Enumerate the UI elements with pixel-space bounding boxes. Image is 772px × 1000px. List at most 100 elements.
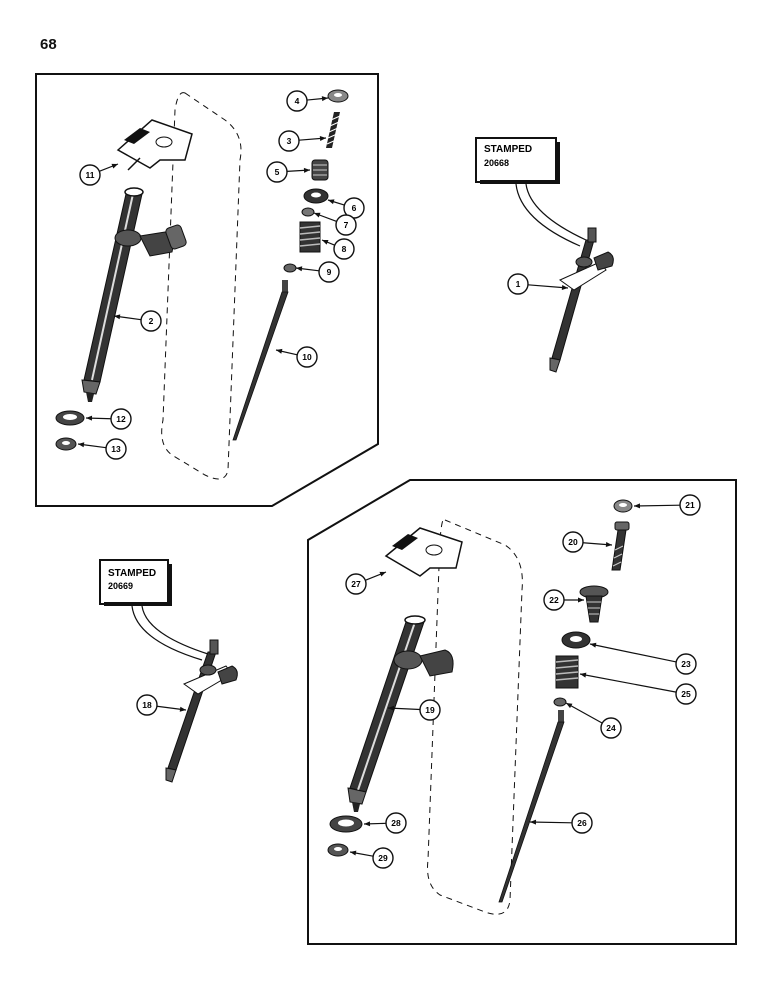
callout-circle [110, 408, 132, 430]
callout-20: 20 [562, 531, 613, 553]
adjusting-screw-part-22 [579, 585, 609, 623]
callout-arrowhead [530, 819, 537, 825]
callout-circle [286, 90, 308, 112]
callout-5: 5 [266, 161, 311, 183]
callout-leader [565, 702, 603, 724]
nut-part-4 [327, 89, 349, 103]
callout-circle [266, 161, 288, 183]
spring-part-25 [555, 655, 579, 689]
callout-number: 19 [425, 705, 435, 715]
injector-part-19 [347, 615, 454, 812]
callout-circle [600, 717, 622, 739]
callout-22: 22 [543, 589, 584, 611]
clamp-part-27 [384, 527, 463, 577]
page-number: 68 [40, 36, 57, 53]
stamp-top-number: 20668 [484, 158, 509, 168]
washer-part-7 [301, 207, 315, 217]
needle-part-10 [232, 280, 289, 441]
callout-number: 3 [287, 136, 292, 146]
callout-21: 21 [633, 494, 701, 516]
callout-number: 4 [295, 96, 300, 106]
callout-arrowhead [388, 705, 395, 711]
nut-part-13 [55, 437, 77, 451]
callout-circle [318, 261, 340, 283]
callout-number: 11 [86, 170, 95, 180]
callout-arrowhead [314, 212, 321, 218]
callout-6: 6 [327, 197, 365, 219]
callout-arrowhead [578, 597, 584, 603]
callout-arrowhead [364, 821, 371, 827]
callout-number: 5 [275, 167, 280, 177]
callout-circle [571, 812, 593, 834]
callout-number: 10 [302, 352, 312, 362]
callout-circle [79, 164, 101, 186]
callout-11: 11 [79, 163, 119, 186]
callout-number: 28 [391, 818, 401, 828]
injector-part-2 [81, 187, 187, 402]
nut-part-5 [311, 159, 329, 181]
callout-arrowhead [111, 163, 118, 169]
callout-arrowhead [319, 135, 326, 141]
clamp-part-11 [116, 119, 193, 171]
callout-number: 7 [344, 220, 349, 230]
stamp-top-label: STAMPED [484, 144, 532, 155]
screw-part-3 [326, 112, 341, 148]
callout-leader [527, 284, 569, 289]
needle-part-26 [498, 710, 565, 903]
callout-18: 18 [136, 694, 187, 716]
callout-arrowhead [321, 96, 328, 102]
callout-3: 3 [278, 130, 327, 152]
callout-number: 21 [685, 500, 695, 510]
callout-arrowhead [303, 167, 310, 173]
callout-26: 26 [529, 812, 593, 834]
assembled-injector-part-1 [549, 227, 614, 373]
callout-number: 9 [327, 267, 332, 277]
nut-part-29 [327, 843, 349, 857]
callout-arrowhead [605, 542, 612, 548]
callout-circle [140, 310, 162, 332]
callout-number: 13 [111, 444, 121, 454]
callout-27: 27 [345, 571, 387, 595]
callout-2: 2 [113, 310, 162, 332]
callout-24: 24 [565, 702, 622, 739]
callout-number: 8 [342, 244, 347, 254]
nut-part-6 [303, 188, 329, 204]
callout-arrowhead [379, 571, 386, 577]
callout-10: 10 [275, 346, 318, 368]
callout-circle [278, 130, 300, 152]
callout-29: 29 [349, 847, 394, 869]
washer-part-12 [55, 410, 85, 426]
callout-arrowhead [114, 314, 121, 320]
top-group-dashed-outline [161, 92, 242, 480]
callout-number: 20 [568, 537, 578, 547]
callout-28: 28 [363, 812, 407, 834]
callout-23: 23 [589, 642, 697, 675]
callout-leader [529, 821, 573, 824]
callout-number: 27 [351, 579, 361, 589]
callout-25: 25 [579, 672, 697, 705]
callout-arrowhead [328, 199, 335, 205]
callout-circle [562, 531, 584, 553]
callout-circle [296, 346, 318, 368]
callout-circle [675, 653, 697, 675]
callout-number: 26 [577, 818, 587, 828]
callout-arrowhead [561, 285, 568, 291]
callout-arrowhead [179, 706, 186, 712]
callout-number: 24 [606, 723, 616, 733]
callout-leader [589, 643, 677, 663]
nut-part-21 [613, 499, 633, 513]
callout-leader [579, 673, 677, 693]
callout-number: 1 [516, 279, 521, 289]
callout-circle [419, 699, 441, 721]
callout-number: 18 [142, 700, 152, 710]
callout-circle [333, 238, 355, 260]
top-group-frame [35, 73, 379, 507]
washer-part-28 [329, 815, 363, 833]
callout-12: 12 [85, 408, 132, 430]
callout-leader [633, 504, 681, 507]
callout-circle [679, 494, 701, 516]
callout-7: 7 [313, 212, 357, 236]
callout-circle [136, 694, 158, 716]
nut-part-23 [561, 631, 591, 649]
